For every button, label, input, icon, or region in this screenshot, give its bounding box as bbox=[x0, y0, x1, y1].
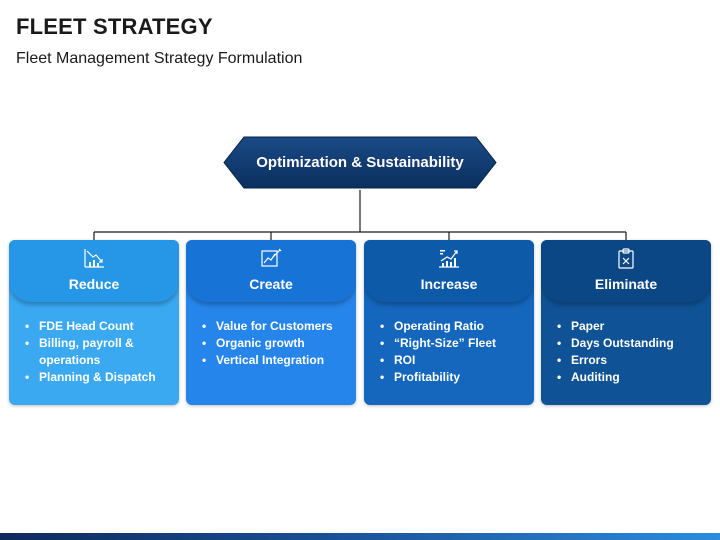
list-item: Vertical Integration bbox=[198, 352, 350, 369]
card-list: Operating Ratio “Right-Size” Fleet ROI P… bbox=[376, 318, 528, 386]
root-label: Optimization & Sustainability bbox=[256, 154, 464, 171]
list-item: Paper bbox=[553, 318, 705, 335]
list-item: Operating Ratio bbox=[376, 318, 528, 335]
chart-down-icon bbox=[84, 249, 104, 268]
root-node: Optimization & Sustainability bbox=[222, 135, 498, 190]
card-header: Create bbox=[186, 240, 356, 302]
chart-up-icon bbox=[439, 250, 459, 268]
card-header: Reduce bbox=[9, 240, 179, 302]
list-item: Organic growth bbox=[198, 335, 350, 352]
list-item: Value for Customers bbox=[198, 318, 350, 335]
card-list: FDE Head Count Billing, payroll & operat… bbox=[21, 318, 173, 386]
clipboard-x-icon bbox=[618, 248, 634, 269]
list-item: Days Outstanding bbox=[553, 335, 705, 352]
card-header: Increase bbox=[364, 240, 534, 302]
card-title: Reduce bbox=[68, 276, 120, 292]
card-create: Create Value for Customers Organic growt… bbox=[186, 240, 356, 405]
list-item: Errors bbox=[553, 352, 705, 369]
card-increase: Increase Operating Ratio “Right-Size” Fl… bbox=[364, 240, 534, 405]
page-subtitle: Fleet Management Strategy Formulation bbox=[16, 50, 303, 67]
card-header: Eliminate bbox=[541, 240, 711, 302]
card-title: Create bbox=[249, 276, 293, 292]
page-title: FLEET STRATEGY bbox=[16, 14, 213, 39]
card-list: Paper Days Outstanding Errors Auditing bbox=[553, 318, 705, 386]
list-item: FDE Head Count bbox=[21, 318, 173, 335]
footer-bar bbox=[0, 533, 720, 540]
chart-edit-icon bbox=[261, 248, 282, 267]
root-hexagon-shape bbox=[223, 136, 497, 189]
list-item: Billing, payroll & operations bbox=[21, 335, 173, 369]
list-item: Auditing bbox=[553, 369, 705, 386]
list-item: ROI bbox=[376, 352, 528, 369]
list-item: Planning & Dispatch bbox=[21, 369, 173, 386]
card-eliminate: Eliminate Paper Days Outstanding Errors … bbox=[541, 240, 711, 405]
card-reduce: Reduce FDE Head Count Billing, payroll &… bbox=[9, 240, 179, 405]
card-title: Increase bbox=[420, 276, 478, 292]
card-list: Value for Customers Organic growth Verti… bbox=[198, 318, 350, 369]
card-title: Eliminate bbox=[594, 276, 658, 292]
list-item: Profitability bbox=[376, 369, 528, 386]
list-item: “Right-Size” Fleet bbox=[376, 335, 528, 352]
